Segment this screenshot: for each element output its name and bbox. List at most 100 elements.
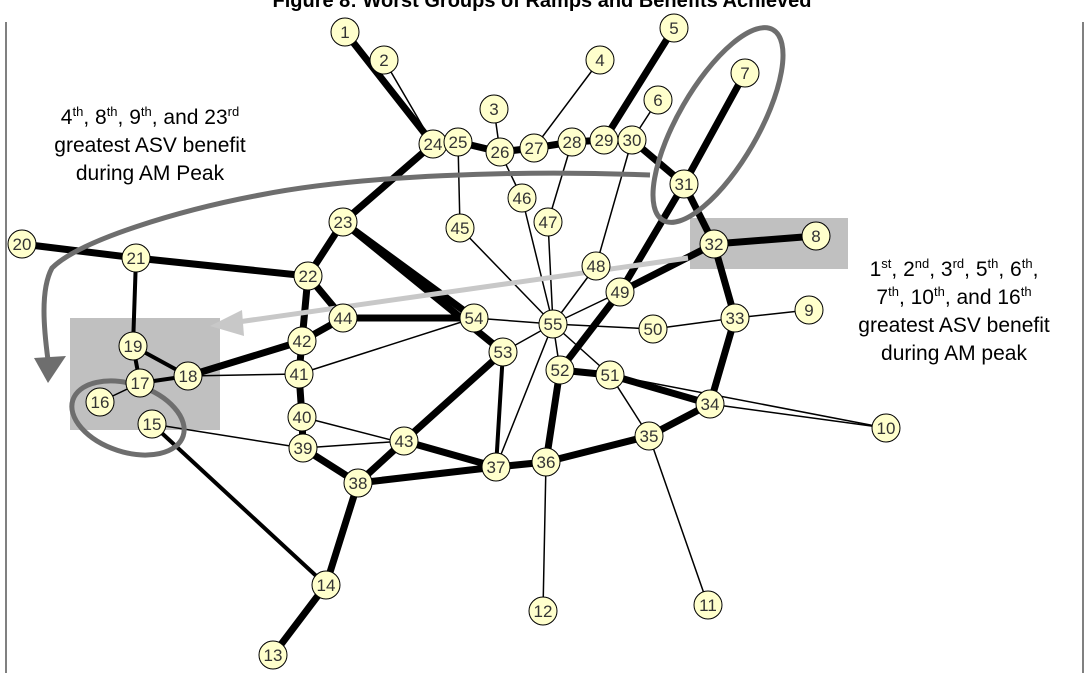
node-label: 19 [124,337,143,356]
node-30: 30 [617,125,647,155]
node-circle [581,251,611,281]
link-1-24 [341,28,437,148]
link-41-54 [298,317,475,375]
node-20: 20 [7,229,37,259]
node-28: 28 [557,127,587,157]
node-label: 4 [595,51,604,70]
node-label: 6 [653,91,662,110]
link-32-8 [710,232,820,248]
node-40: 40 [287,402,317,432]
node-circle [488,337,518,367]
node-circle [528,596,558,626]
link-43-39 [302,440,405,449]
node-circle [481,452,511,482]
node-label: 13 [264,646,283,665]
node-label: 36 [537,453,556,472]
node-circle [330,17,360,47]
node-18: 18 [173,361,203,391]
node-33: 33 [720,303,750,333]
node-label: 44 [334,309,353,328]
node-34: 34 [695,389,725,419]
link-55-37 [495,323,554,468]
node-circle [121,243,151,273]
link-33-34 [706,314,739,408]
node-44: 44 [328,303,358,333]
annotation-left-line3: during AM Peak [75,162,225,185]
node-circle [693,590,723,620]
node-55: 55 [538,309,568,339]
link-47-55 [547,221,554,325]
node-32: 32 [699,229,729,259]
node-14: 14 [311,570,341,600]
node-circle [485,137,515,167]
node-label: 43 [395,432,414,451]
link-23-24 [339,140,437,226]
node-circle [545,355,575,385]
link-15-39 [151,423,304,449]
curved-arrow-left [41,170,651,361]
node-label: 26 [491,143,510,162]
node-16: 16 [85,387,115,417]
link-53-37 [494,350,505,469]
node-11: 11 [693,590,723,620]
link-35-36 [542,432,653,466]
node-27: 27 [519,133,549,163]
node-label: 10 [877,419,896,438]
node-circle [638,314,668,344]
link-36-12 [542,461,547,612]
node-label: 29 [595,131,614,150]
node-47: 47 [533,207,563,237]
node-circle [617,125,647,155]
node-46: 46 [507,183,537,213]
node-45: 45 [445,213,475,243]
node-label: 20 [13,235,32,254]
node-43: 43 [389,426,419,456]
annotation-right: 1st, 2nd, 3rd, 5th, 6th, 7th, 10th, and … [824,256,1084,368]
node-9: 9 [794,295,824,325]
straight-arrow [237,255,689,325]
annotation-left-line1: 4th, 8th, 9th, and 23rd [60,104,240,129]
node-circle [730,58,760,88]
node-label: 31 [675,175,694,194]
node-36: 36 [531,447,561,477]
link-45-55 [459,227,554,325]
node-circle [343,468,373,498]
link-52-36 [542,366,564,466]
node-circle [137,409,167,439]
node-label: 38 [349,474,368,493]
node-24: 24 [418,129,448,159]
node-circle [585,45,615,75]
link-4-27 [533,59,601,149]
node-circle [669,169,699,199]
node-circle [459,303,489,333]
node-label: 8 [811,227,820,246]
curved-arrow-left-head [34,356,66,383]
link-5-29 [600,24,678,144]
link-34-10 [709,403,887,429]
node-17: 17 [125,368,155,398]
node-label: 34 [701,395,720,414]
link-21-19 [131,256,138,348]
node-8: 8 [801,221,831,251]
node-circle [531,447,561,477]
node-label: 55 [544,315,563,334]
node-13: 13 [258,640,288,670]
node-31: 31 [669,169,699,199]
node-circle [557,127,587,157]
node-12: 12 [528,596,558,626]
annotation-right-line1: 1st, 2nd, 3rd, 5th, 6th, [869,256,1039,281]
node-circle [85,387,115,417]
node-37: 37 [481,452,511,482]
link-51-10 [609,374,887,429]
node-6: 6 [643,85,673,115]
node-label: 9 [804,301,813,320]
node-circle [720,303,750,333]
node-29: 29 [589,125,619,155]
node-label: 18 [179,367,198,386]
figure-title-bar: Figure 8: Worst Groups of Ramps and Bene… [0,0,1084,22]
link-49-32 [616,240,718,296]
link-49-52 [556,288,624,374]
annotation-left-line2: greatest ASV benefit [54,134,246,157]
node-circle [605,277,635,307]
